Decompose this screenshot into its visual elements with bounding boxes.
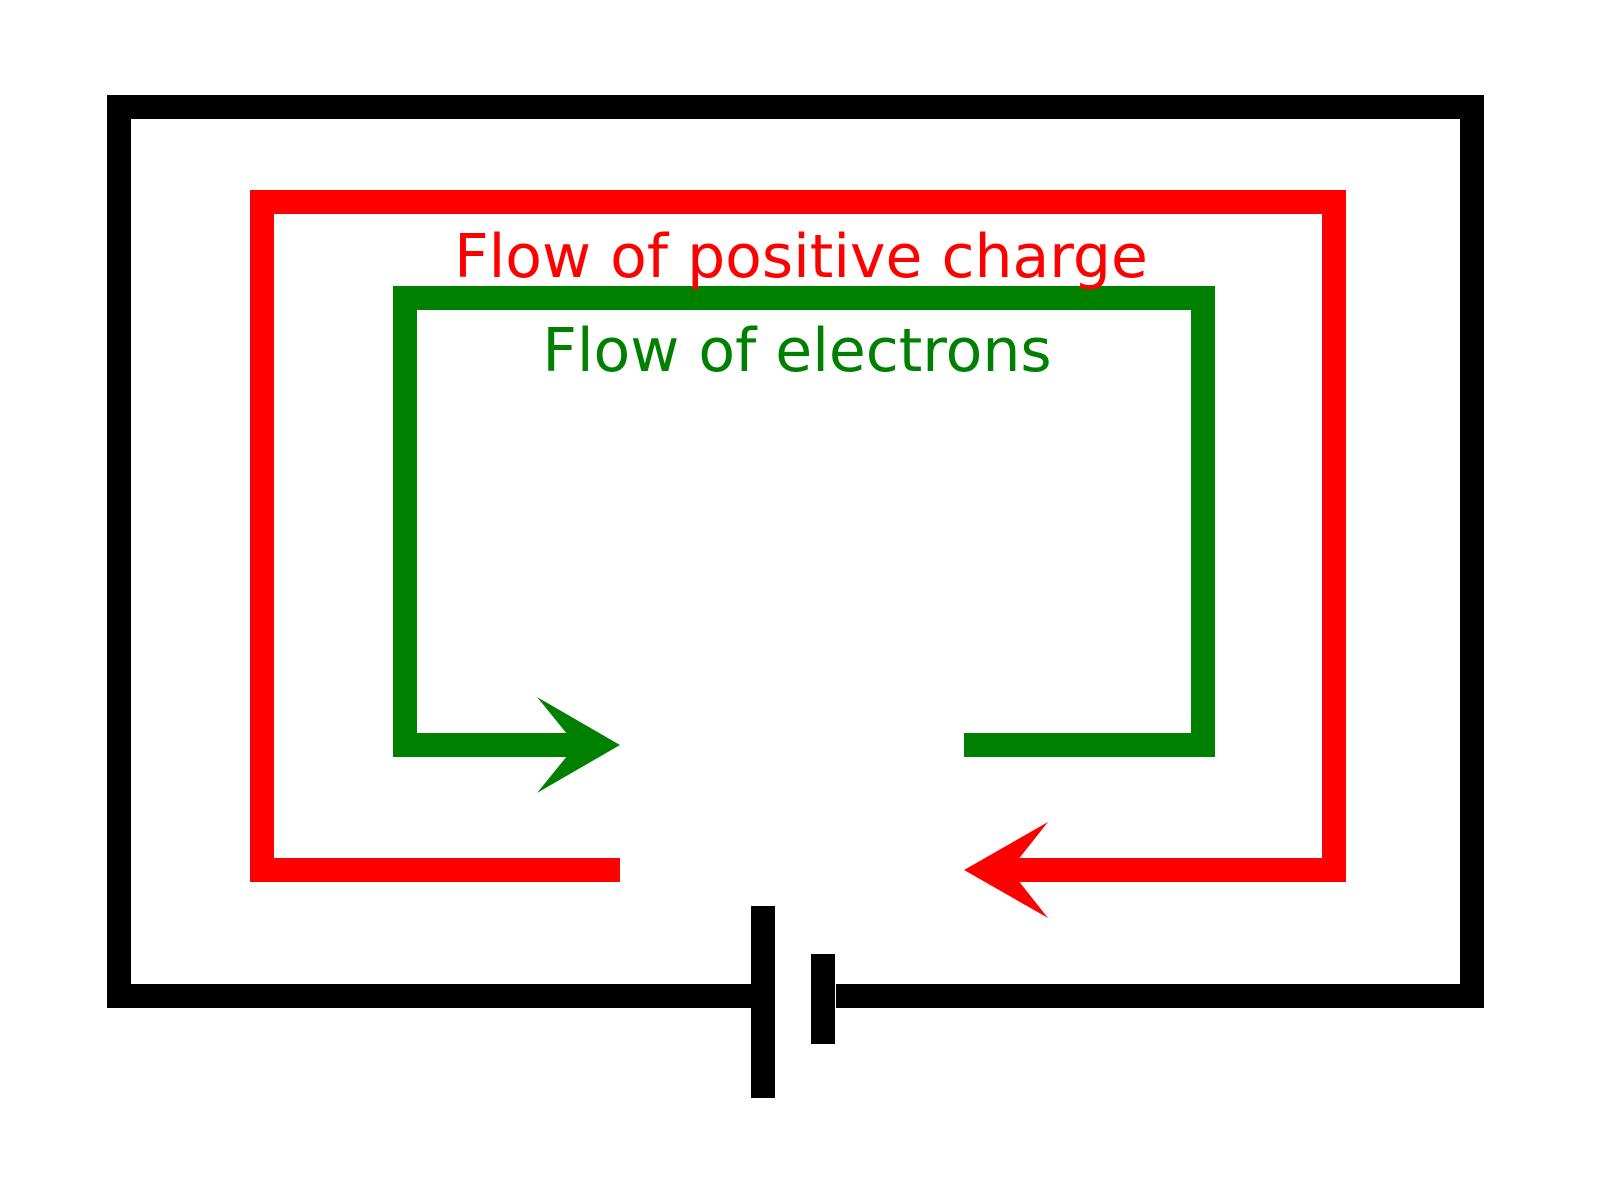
circuit-wire: [107, 95, 1484, 1008]
positive-charge-label: Flow of positive charge: [454, 222, 1148, 292]
battery-icon: [751, 906, 835, 1098]
positive-charge-path: [250, 190, 1346, 882]
electrons-label: Flow of electrons: [542, 316, 1051, 386]
electron-path: [393, 286, 1215, 757]
battery-short-plate: [811, 954, 835, 1044]
arrowhead-left-icon: [964, 822, 1048, 918]
battery-long-plate: [751, 906, 775, 1098]
electron-flow: [393, 286, 1215, 793]
arrowhead-right-icon: [537, 697, 620, 793]
positive-charge-flow: [250, 190, 1346, 918]
